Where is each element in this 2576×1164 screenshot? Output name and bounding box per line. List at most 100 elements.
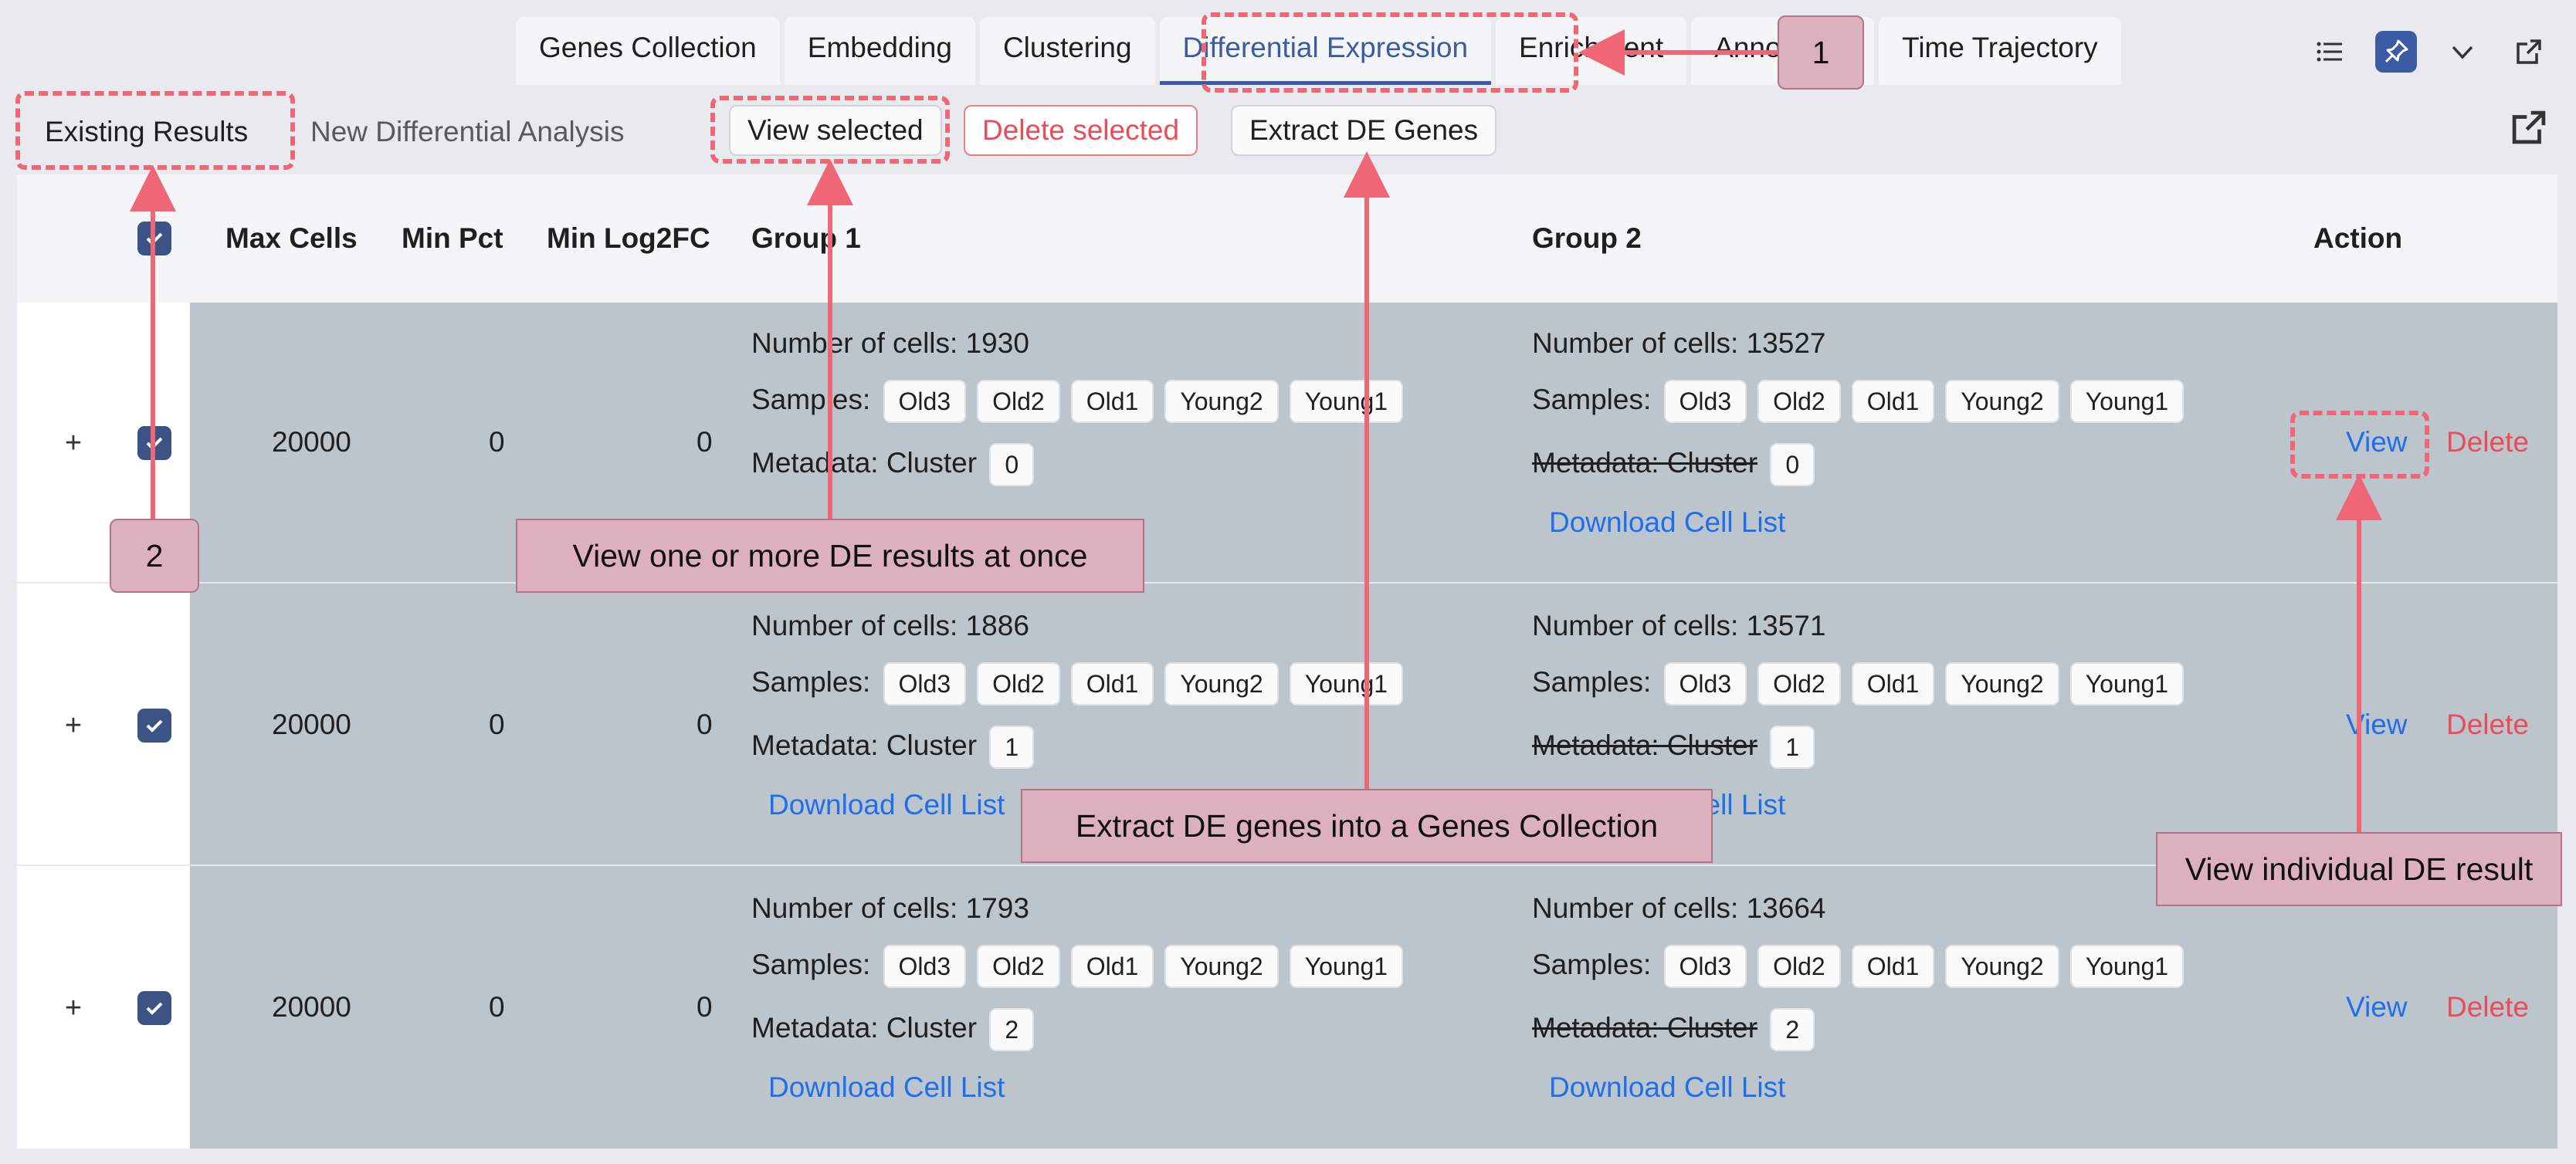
group2-metadata: Metadata: Cluster 0 [1532,443,1825,486]
download-cell-list-link[interactable]: Download Cell List [768,1071,1005,1103]
cluster-chip: 2 [1770,1008,1815,1051]
delete-link[interactable]: Delete [2446,709,2529,740]
sample-chip: Old2 [977,380,1060,423]
sample-chip: Old3 [883,380,967,423]
view-selected-button[interactable]: View selected [729,105,942,156]
metadata-label: Metadata: Cluster [751,446,978,479]
view-link[interactable]: View [2346,991,2408,1023]
header-min-log2fc: Min Log2FC [547,222,710,254]
cluster-chip: 1 [1770,726,1815,769]
table-header: Max Cells Min Pct Min Log2FC Group 1 Gro… [17,174,2557,303]
samples-label: Samples: [751,665,871,698]
sample-chip: Young1 [1289,945,1404,988]
cluster-chip: 2 [989,1008,1035,1051]
group2-cell-count: Number of cells: 13664 [1532,892,1826,924]
view-link[interactable]: View [2346,709,2408,740]
sample-chip: Old3 [883,945,967,988]
metadata-label: Metadata: Cluster [1532,1011,1758,1044]
tab-new-differential-analysis[interactable]: New Differential Analysis [310,116,625,147]
sample-chip: Young1 [2069,380,2185,423]
metadata-label: Metadata: Cluster [1532,446,1758,479]
group1-metadata: Metadata: Cluster 2 [751,1008,1045,1051]
samples-label: Samples: [1532,948,1652,980]
header-group-1: Group 1 [751,222,861,254]
sample-chip: Old3 [883,662,967,706]
sample-chip: Young2 [1945,380,2059,423]
sample-chip: Old1 [1070,380,1154,423]
sample-chip: Old2 [1757,945,1841,988]
group1-cell-count: Number of cells: 1886 [751,610,1029,641]
row-divider [17,865,2557,866]
callout-marker-1: 1 [1778,15,1864,90]
group1-metadata: Metadata: Cluster 0 [751,443,1045,486]
samples-label: Samples: [751,948,871,980]
tab-time-trajectory[interactable]: Time Trajectory [1879,17,2121,85]
sample-chip: Young2 [1164,380,1279,423]
samples-label: Samples: [751,383,871,415]
tab-differential-expression[interactable]: Differential Expression [1159,17,1492,85]
results-toolbar: Existing Results New Differential Analys… [28,102,2550,162]
sample-chip: Old1 [1070,662,1154,706]
view-link[interactable]: View [2346,426,2408,458]
tab-existing-results[interactable]: Existing Results [45,116,249,147]
sample-chip: Old1 [1851,945,1935,988]
tab-bar: Genes Collection Embedding Clustering Di… [516,17,2121,88]
delete-selected-button[interactable]: Delete selected [964,105,1198,156]
sample-chip: Old1 [1070,945,1154,988]
download-cell-list-link[interactable]: Download Cell List [1549,506,1786,538]
min-pct-value: 0 [489,426,505,458]
select-all-checkbox[interactable] [137,222,171,255]
delete-link[interactable]: Delete [2446,426,2529,458]
table-body [190,303,2557,1149]
cluster-chip: 1 [989,726,1035,769]
group2-cell-count: Number of cells: 13527 [1532,327,1826,359]
cluster-chip: 0 [989,443,1035,486]
callout-view-individual: View individual DE result [2156,832,2562,906]
max-cells-value: 20000 [272,426,351,458]
row-checkbox[interactable] [137,426,171,460]
sample-chip: Young1 [1289,380,1404,423]
max-cells-value: 20000 [272,709,351,740]
cluster-chip: 0 [1770,443,1815,486]
group1-metadata: Metadata: Cluster 1 [751,726,1045,769]
sample-chip: Young1 [1289,662,1404,706]
sample-chip: Old3 [1663,945,1747,988]
expand-row-icon[interactable]: + [64,992,83,1024]
row-checkbox[interactable] [137,991,171,1025]
header-action: Action [2313,222,2403,254]
row-divider [17,582,2557,584]
sample-chip: Old2 [977,662,1060,706]
metadata-label: Metadata: Cluster [751,729,978,761]
tab-embedding[interactable]: Embedding [784,17,975,85]
sample-chip: Old1 [1851,662,1935,706]
expand-row-icon[interactable]: + [64,709,83,742]
delete-link[interactable]: Delete [2446,991,2529,1023]
list-icon[interactable] [2309,31,2351,73]
samples-label: Samples: [1532,383,1652,415]
highlight-view-selected [710,96,950,164]
external-link-icon[interactable] [2508,31,2550,73]
expand-row-icon[interactable]: + [64,427,83,459]
extract-de-genes-button[interactable]: Extract DE Genes [1231,105,1497,156]
callout-marker-2: 2 [110,519,199,593]
min-log2fc-value: 0 [697,426,713,458]
highlight-view-link [2290,411,2429,479]
tab-genes-collection[interactable]: Genes Collection [516,17,780,85]
tab-tools [2309,31,2550,73]
download-cell-list-link[interactable]: Download Cell List [1549,1071,1786,1103]
tab-clustering[interactable]: Clustering [979,17,1155,85]
min-log2fc-value: 0 [697,709,713,740]
external-link-icon[interactable] [2508,107,2550,148]
pin-icon[interactable] [2375,31,2417,73]
sample-chip: Young2 [1164,662,1279,706]
download-cell-list-link[interactable]: Download Cell List [768,789,1005,821]
callout-extract-de-genes: Extract DE genes into a Genes Collection [1021,789,1713,863]
sample-chip: Old1 [1851,380,1935,423]
metadata-label: Metadata: Cluster [751,1011,978,1044]
row-checkbox[interactable] [137,709,171,743]
chevron-down-icon[interactable] [2442,31,2483,73]
highlight-existing-results [15,91,295,170]
